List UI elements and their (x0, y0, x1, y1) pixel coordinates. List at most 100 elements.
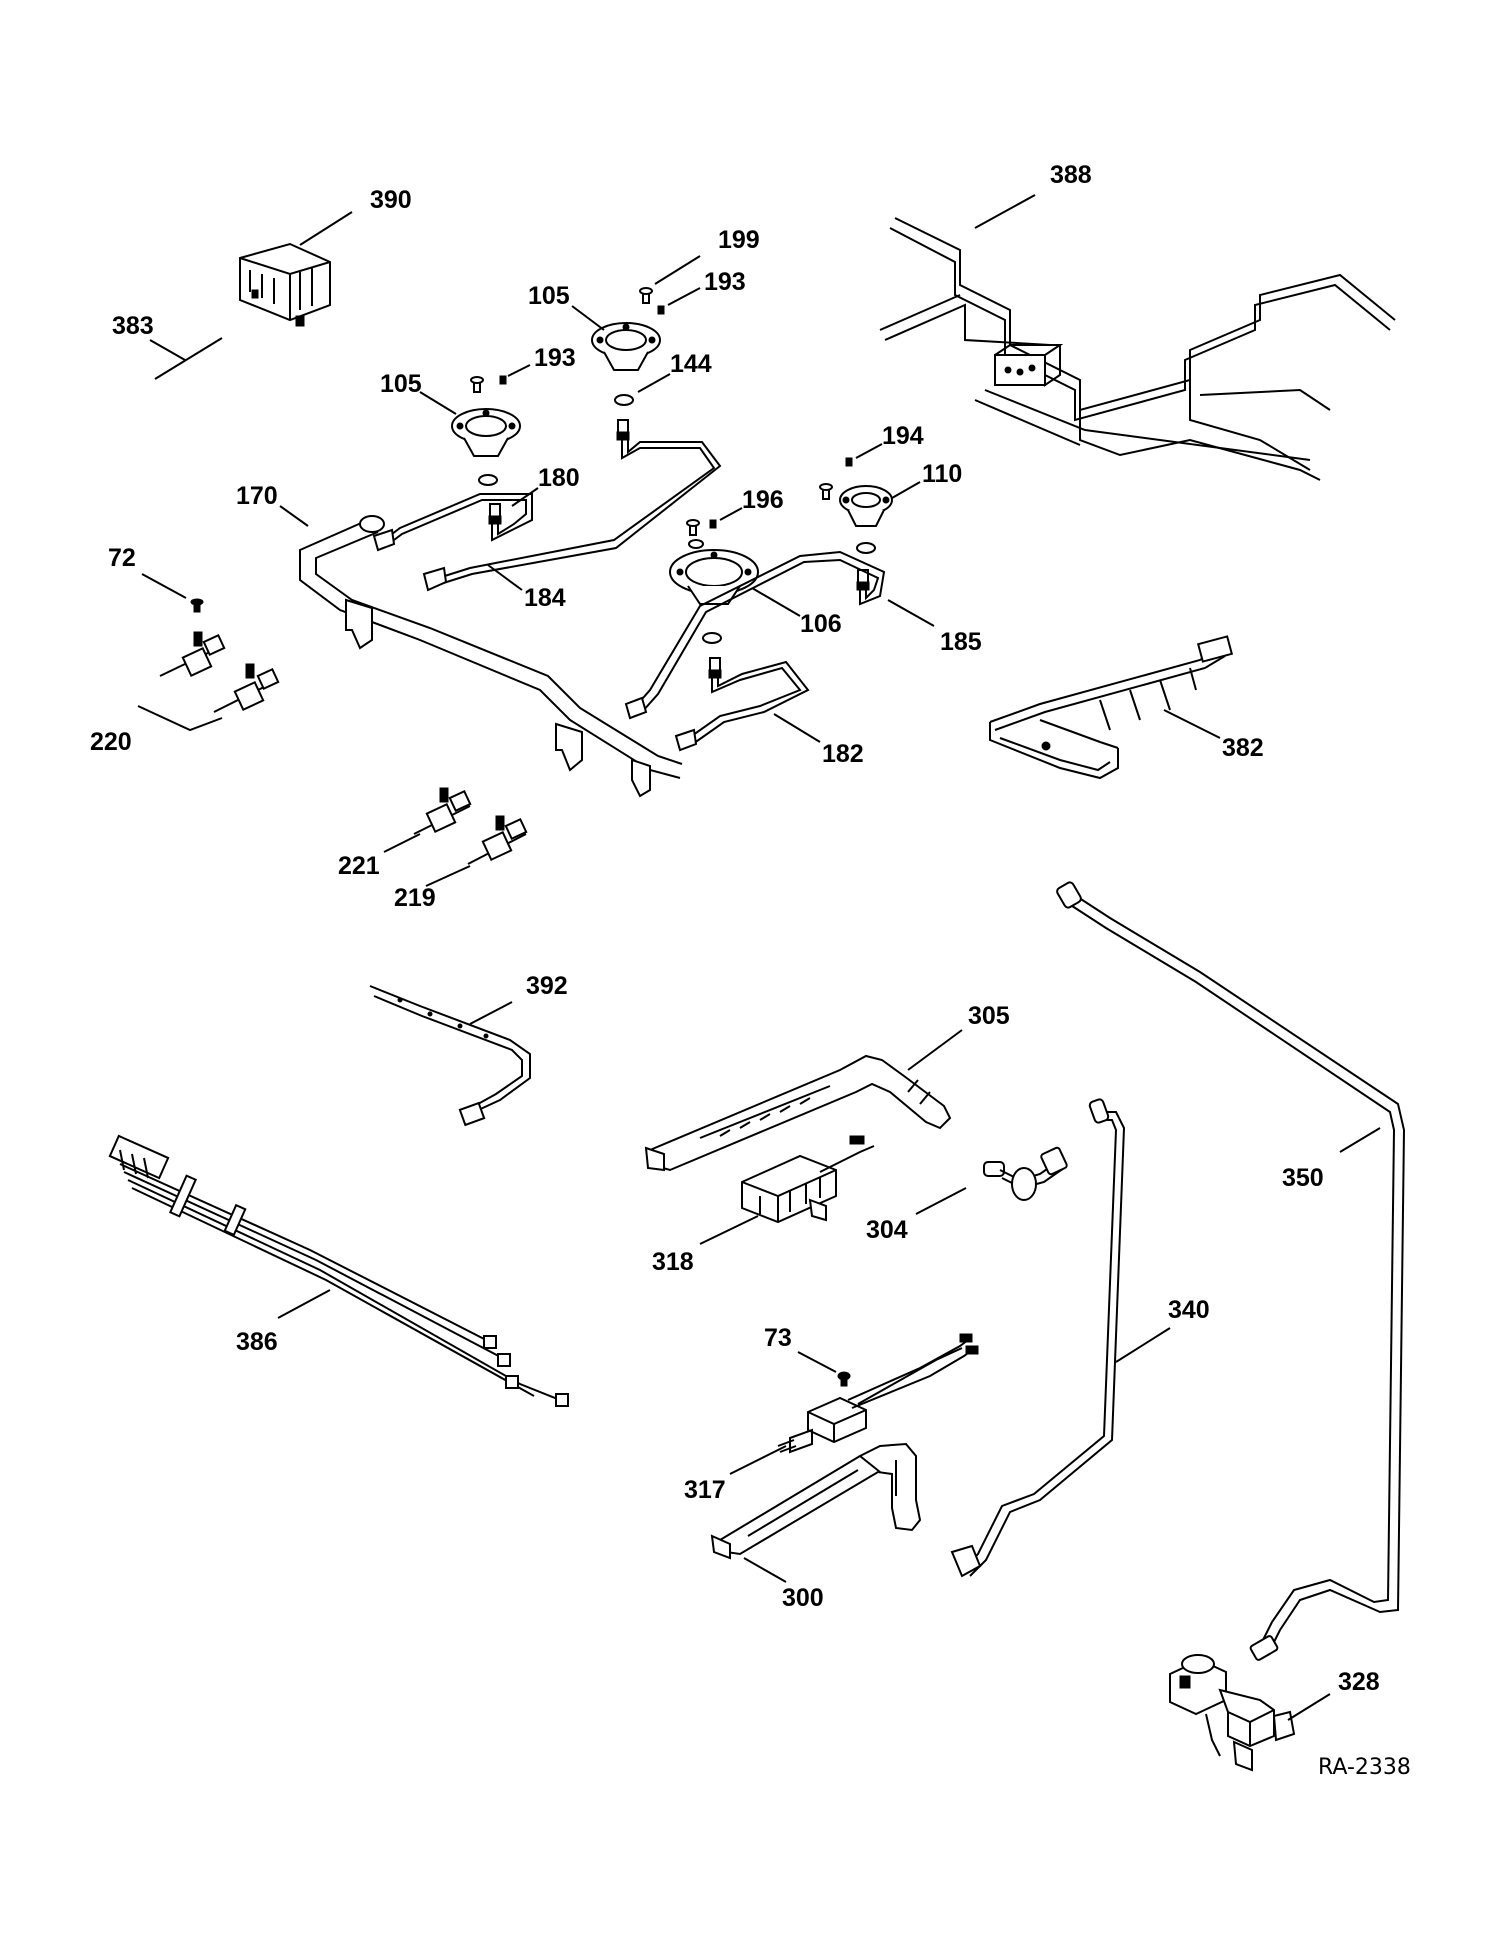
label-383: 383 (112, 312, 154, 340)
leader-386 (277, 1289, 331, 1319)
part-220-valve-left (159, 631, 226, 678)
leader-350 (1339, 1127, 1381, 1153)
label-180: 180 (538, 464, 580, 492)
label-328: 328 (1338, 1668, 1380, 1696)
screw-193-upper (657, 305, 665, 315)
label-194: 194 (882, 422, 924, 450)
part-300-burner-tube (710, 1442, 922, 1560)
leader-392 (469, 1001, 513, 1025)
leader-72 (141, 573, 187, 599)
screw-199 (639, 287, 653, 304)
leader-182 (773, 713, 821, 743)
label-318: 318 (652, 1248, 694, 1276)
part-221-valve (413, 787, 472, 835)
part-305-burner-tube (644, 1054, 952, 1172)
label-382: 382 (1222, 734, 1264, 762)
leader-318 (699, 1215, 759, 1245)
part-328-pressure-regulator (1169, 1654, 1296, 1772)
label-144: 144 (670, 350, 712, 378)
label-185: 185 (940, 628, 982, 656)
part-392-wire-harness (369, 985, 531, 1127)
label-340: 340 (1168, 1296, 1210, 1324)
label-386: 386 (236, 1328, 278, 1356)
label-304: 304 (866, 1216, 908, 1244)
part-340-gas-tube (950, 1098, 1126, 1578)
leader-221 (383, 833, 421, 853)
label-193-upper: 193 (704, 268, 746, 296)
leader-105-left (419, 391, 457, 415)
label-106: 106 (800, 610, 842, 638)
leader-388 (974, 194, 1036, 229)
leader-328 (1287, 1693, 1331, 1721)
screw-193-left (470, 375, 507, 393)
part-105-left-burner (451, 408, 521, 457)
leader-185 (887, 599, 935, 627)
label-193-left: 193 (534, 344, 576, 372)
label-105-left: 105 (380, 370, 422, 398)
label-199: 199 (718, 226, 760, 254)
label-220: 220 (90, 728, 132, 756)
screw-194 (819, 457, 853, 500)
label-388: 388 (1050, 161, 1092, 189)
leader-199 (654, 255, 701, 285)
part-388-wire-harness (879, 217, 1396, 481)
part-350-gas-tube (1056, 881, 1406, 1661)
leader-340 (1115, 1327, 1171, 1363)
leader-194 (855, 443, 883, 459)
screw-73 (837, 1371, 851, 1387)
part-304-orifice-holder (983, 1146, 1068, 1201)
washer-180 (478, 474, 498, 486)
label-390: 390 (370, 186, 412, 214)
leader-193-upper (667, 287, 701, 306)
part-185-gas-tube (624, 550, 886, 720)
leader-220 (137, 705, 223, 732)
label-221: 221 (338, 852, 380, 880)
screw-72 (190, 598, 204, 613)
leader-170 (279, 505, 309, 527)
label-305: 305 (968, 1002, 1010, 1030)
washer-182 (702, 632, 722, 644)
label-300: 300 (782, 1584, 824, 1612)
label-110: 110 (922, 460, 962, 488)
leader-390 (299, 211, 353, 246)
part-382-wire-harness (989, 635, 1234, 780)
label-317: 317 (684, 1476, 726, 1504)
leader-73 (797, 1351, 837, 1373)
leader-110 (891, 481, 921, 499)
part-219-valve (467, 815, 528, 865)
part-106-center-burner (669, 539, 759, 605)
label-170: 170 (236, 482, 278, 510)
leader-300 (743, 1557, 787, 1583)
leader-106 (751, 587, 801, 617)
leader-193-left (507, 364, 531, 377)
part-110-right-burner (839, 485, 893, 527)
label-350: 350 (1282, 1164, 1324, 1192)
part-182-gas-tube (674, 657, 810, 752)
label-184: 184 (524, 584, 566, 612)
leader-383 (149, 339, 186, 361)
drawing-reference: RA-2338 (1318, 1755, 1411, 1780)
leader-305 (907, 1029, 963, 1071)
label-105-upper: 105 (528, 282, 570, 310)
part-220-valve-right (213, 663, 280, 713)
label-392: 392 (526, 972, 568, 1000)
leader-196 (719, 507, 743, 521)
leader-184 (487, 564, 523, 591)
part-383-wire (154, 337, 223, 380)
washer-185 (856, 542, 876, 554)
label-182: 182 (822, 740, 864, 768)
leader-382 (1163, 709, 1221, 739)
leader-105-upper (571, 305, 605, 331)
leader-144 (637, 373, 671, 393)
label-73: 73 (764, 1324, 792, 1352)
part-144-washer (614, 394, 634, 406)
part-170-manifold (299, 515, 683, 798)
part-386-wire-harness (108, 1134, 569, 1407)
label-196: 196 (742, 486, 784, 514)
part-390-terminal-block (239, 242, 331, 327)
label-219: 219 (394, 884, 436, 912)
part-105-upper-burner (591, 322, 661, 371)
part-318-igniter (741, 1135, 875, 1224)
part-317-igniter (777, 1333, 979, 1454)
